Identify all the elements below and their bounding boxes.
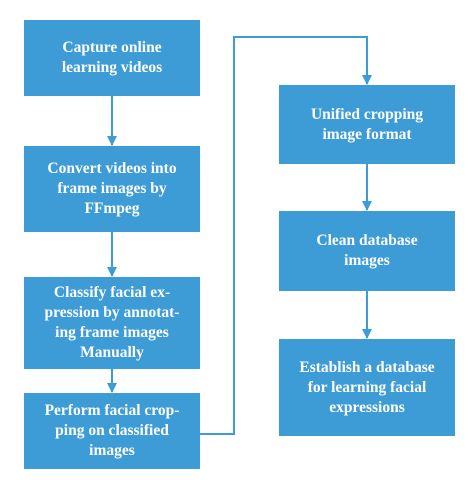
step-label: Perform facial crop- ping on classified …: [44, 402, 180, 459]
step-label: Establish a database for learning facial…: [299, 358, 435, 416]
step-clean-database: Clean database images: [279, 211, 455, 291]
step-convert-frames: Convert videos into frame images by FFmp…: [24, 146, 200, 232]
step-facial-cropping: Perform facial crop- ping on classified …: [24, 393, 200, 469]
step-label: Unified cropping image format: [310, 105, 424, 143]
step-label: Convert videos into frame images by FFmp…: [47, 160, 177, 217]
step-label: Capture online learning videos: [61, 39, 163, 76]
step-unified-format: Unified cropping image format: [279, 85, 455, 164]
step-label: Clean database images: [316, 232, 418, 269]
step-capture-videos: Capture online learning videos: [24, 20, 200, 96]
step-classify-expression: Classify facial ex- pression by annotat-…: [24, 277, 200, 369]
step-establish-database: Establish a database for learning facial…: [279, 339, 455, 436]
step-label: Classify facial ex- pression by annotat-…: [44, 284, 180, 361]
